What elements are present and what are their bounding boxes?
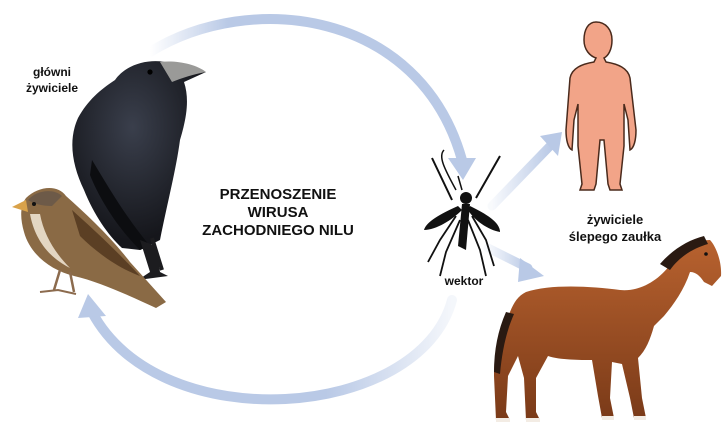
arrow-to-human: [492, 132, 562, 206]
title-line-3: ZACHODNIEGO NILU: [188, 222, 368, 240]
dead-end-hosts-line-1: żywiciele: [545, 211, 685, 228]
title-line-1: PRZENOSZENIE: [188, 186, 368, 204]
vector-label: wektor: [434, 274, 494, 288]
arrow-to-horse: [488, 248, 544, 282]
diagram-title: PRZENOSZENIE WIRUSA ZACHODNIEGO NILU: [188, 186, 368, 240]
cycle-arrow-top: [150, 19, 476, 180]
title-line-2: WIRUSA: [188, 204, 368, 222]
cycle-arrow-bottom: [78, 294, 452, 399]
main-hosts-line-1: główni: [22, 64, 82, 80]
human-silhouette-icon: [566, 22, 636, 190]
dead-end-hosts-line-2: ślepego zaułka: [545, 228, 685, 245]
main-hosts-label: główni żywiciele: [22, 64, 82, 96]
dead-end-hosts-label: żywiciele ślepego zaułka: [545, 211, 685, 245]
main-hosts-line-2: żywiciele: [22, 80, 82, 96]
